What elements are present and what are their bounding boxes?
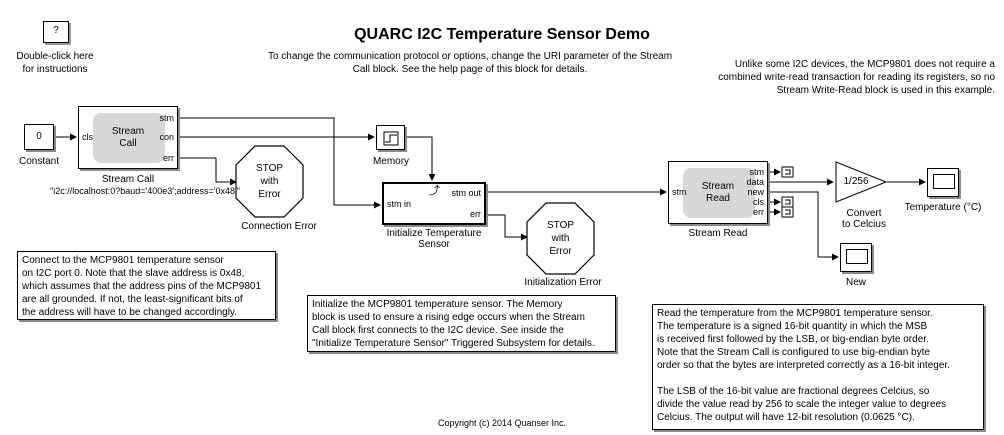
stop-init-label: Initialization Error [524, 277, 602, 288]
memory-block[interactable] [376, 125, 405, 150]
stream-read-port-data: data [746, 177, 764, 187]
stream-call-port-cls: cls [82, 132, 93, 142]
trigger-icon: ⤴ [429, 185, 440, 197]
wire-stm-to-init [178, 117, 381, 209]
scope-new-label: New [845, 277, 866, 288]
stream-read-port-in: stm [672, 187, 687, 197]
note-init: Initialize the MCP9801 temperature senso… [307, 295, 616, 352]
page-title: QUARC I2C Temperature Sensor Demo [354, 26, 650, 43]
note-connect: Connect to the MCP9801 temperature senso… [17, 251, 276, 320]
stream-read-port-cls: cls [753, 197, 764, 207]
terminator-stm-icon [781, 166, 794, 178]
stream-call-text-2: Call [119, 138, 137, 149]
help-caption: Double-click here for instructions [16, 51, 94, 75]
gain-label: Convert to Celcius [842, 208, 886, 230]
scope-temperature-block[interactable] [927, 168, 959, 197]
terminator-cls-icon [781, 196, 794, 208]
stream-read-label: Stream Read [688, 228, 748, 239]
wire-read-new [768, 191, 839, 261]
wire-memory-to-trigger [405, 136, 436, 181]
stream-read-text-2: Read [706, 193, 730, 204]
stream-call-text-1: Stream [111, 126, 145, 137]
init-sensor-block[interactable]: stm in stm out err ⤴ [382, 182, 486, 225]
stream-call-port-err: err [163, 153, 174, 163]
stream-read-text-1: Stream [701, 181, 735, 192]
stop-connection-octagon [235, 145, 304, 218]
stream-call-block[interactable]: Stream Call cls stm con err [78, 106, 178, 169]
stop-connection-text[interactable]: STOP with Error [255, 163, 284, 200]
note-read: Read the temperature from the MCP9801 te… [652, 304, 984, 430]
constant-value: 0 [36, 131, 42, 142]
subtitle-note: To change the communication protocol or … [267, 51, 673, 75]
gain-value[interactable]: 1/256 [843, 176, 869, 187]
stop-init-octagon [526, 202, 595, 275]
copyright: Copyright (c) 2014 Quanser Inc. [437, 418, 567, 428]
stream-call-label: Stream Call [101, 174, 155, 185]
scope-temperature-label: Temperature (°C) [904, 202, 982, 213]
memory-label: Memory [372, 156, 410, 167]
init-port-err: err [470, 209, 481, 219]
init-port-stm-out: stm out [451, 188, 481, 198]
stream-call-port-stm: stm [159, 113, 175, 123]
stream-read-port-stm: stm [749, 167, 765, 177]
stream-read-port-err: err [753, 207, 764, 217]
constant-label: Constant [18, 156, 60, 167]
stop-init-text[interactable]: STOP with Error [546, 220, 575, 257]
stop-connection-label: Connection Error [241, 221, 317, 232]
wire-init-err-to-stop [486, 214, 528, 241]
constant-block[interactable]: 0 [24, 124, 54, 150]
question-icon: ? [53, 25, 59, 36]
note-top-right: Unlike some I2C devices, the MCP9801 doe… [718, 59, 995, 96]
stream-read-block[interactable]: Stream Read stm stm data new cls err [668, 161, 768, 224]
gain-triangle [835, 161, 888, 203]
init-sensor-label: Initialize Temperature Sensor [386, 228, 482, 250]
init-port-stm-in: stm in [387, 199, 412, 209]
terminator-err-icon [781, 206, 794, 218]
stream-call-port-con: con [159, 132, 174, 142]
help-block[interactable]: ? [43, 21, 69, 43]
stream-call-uri: "i2c://localhost:0?baud='400e3';address=… [50, 186, 240, 196]
scope-new-block[interactable] [840, 243, 872, 272]
wire-err-to-stop [178, 157, 237, 186]
stream-read-port-new: new [747, 187, 764, 197]
